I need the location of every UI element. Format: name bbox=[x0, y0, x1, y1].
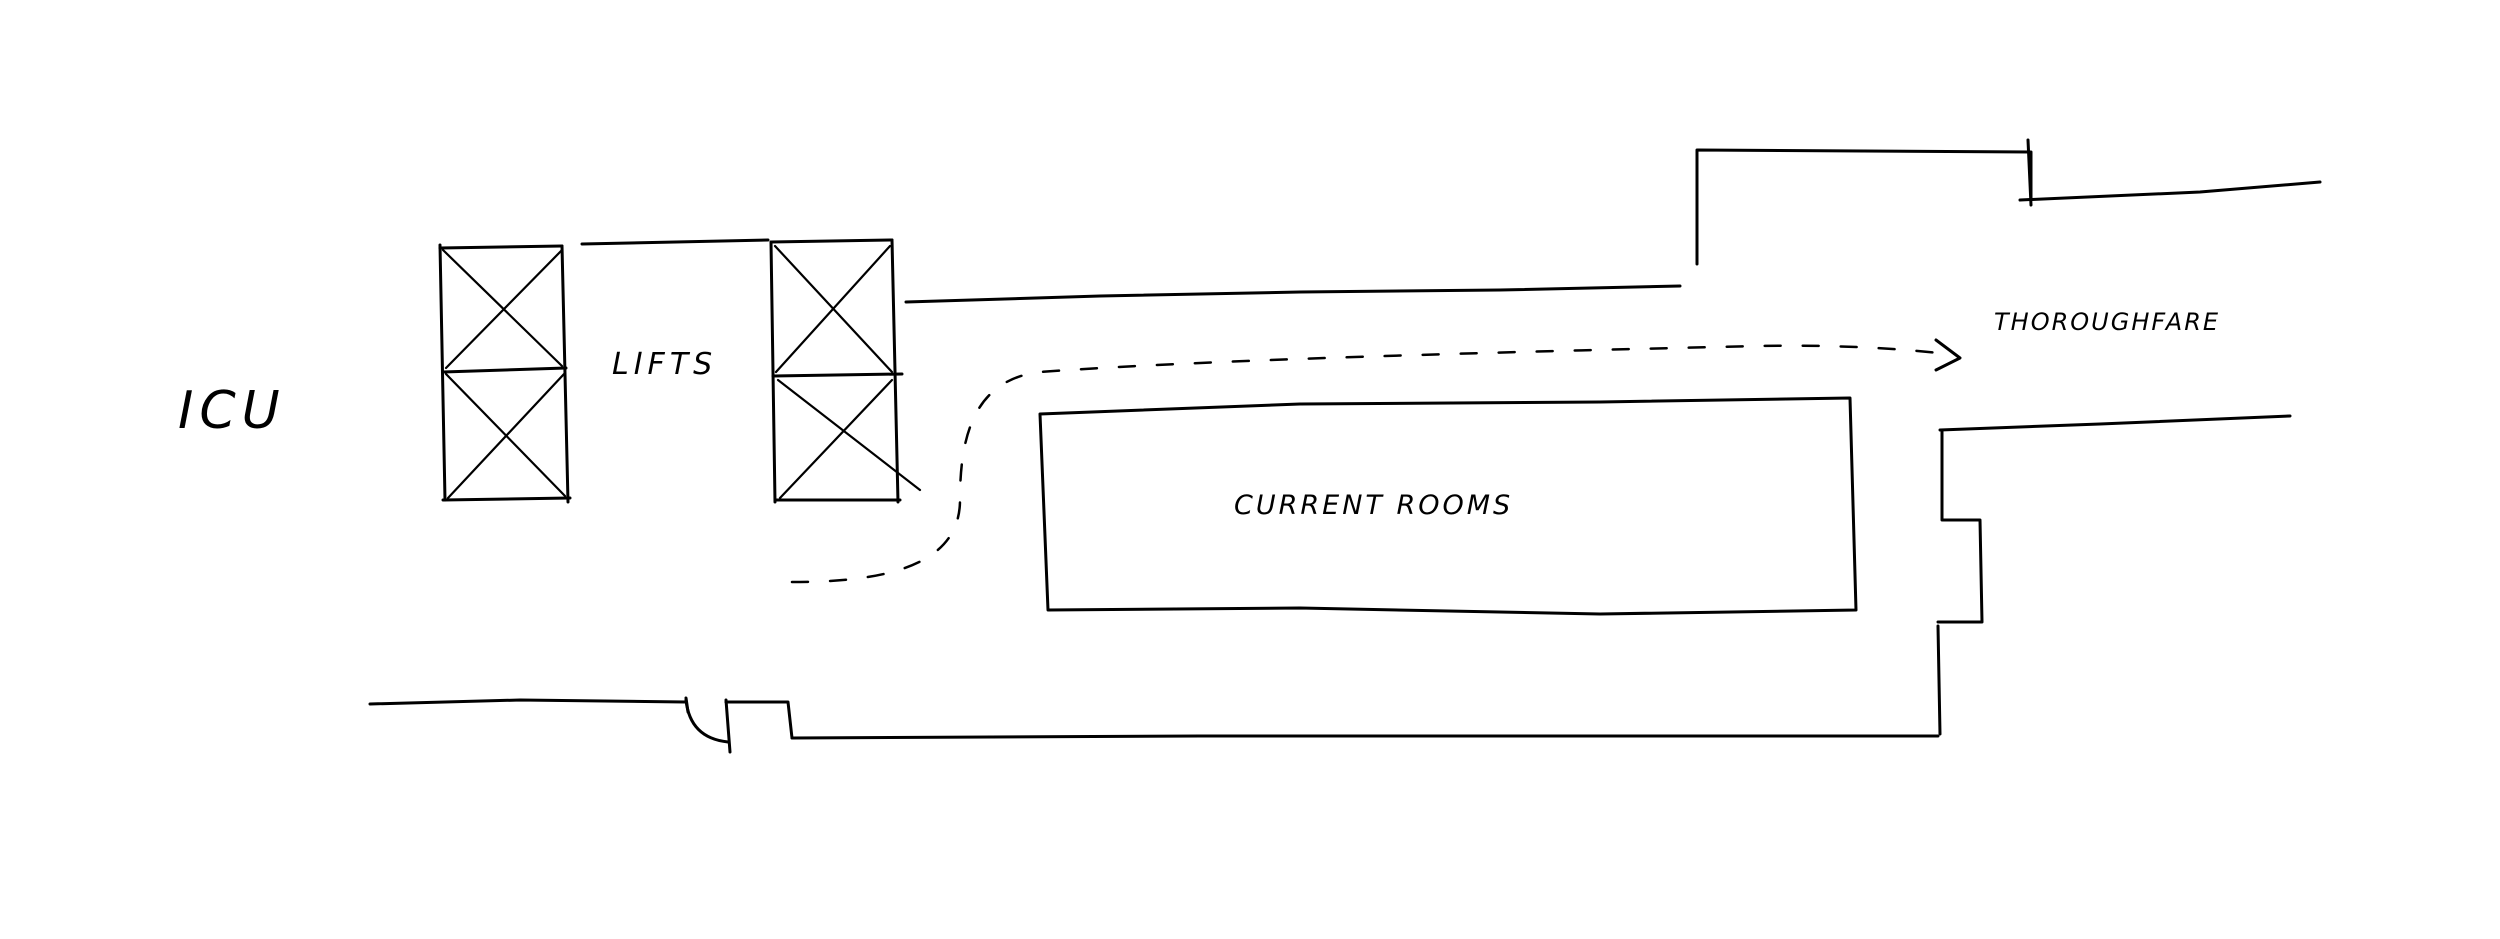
corridor-upper-wall bbox=[904, 284, 1682, 304]
door-jamb-right bbox=[724, 698, 732, 754]
bottom-left-wall bbox=[368, 698, 687, 706]
lower-right-jog bbox=[1936, 428, 1984, 624]
lower-right-return bbox=[1936, 624, 1942, 736]
upper-right-wall bbox=[2018, 180, 2322, 202]
door-frame bbox=[724, 700, 794, 740]
door-jamb-left bbox=[684, 696, 690, 714]
lift-lobby-top-wall bbox=[580, 238, 770, 246]
current-rooms-block bbox=[1038, 396, 1858, 616]
label-icu: ICU bbox=[178, 381, 286, 441]
upper-recess bbox=[1695, 148, 2033, 266]
door-swing bbox=[684, 698, 730, 744]
lower-right-wall bbox=[1938, 414, 2292, 432]
bottom-long-wall bbox=[790, 734, 1940, 740]
route-path bbox=[790, 344, 1950, 584]
lift-shaft-left bbox=[438, 243, 572, 504]
lift-shaft-right bbox=[769, 238, 922, 504]
label-current-rooms: CURRENT ROOMS bbox=[1234, 490, 1513, 521]
upper-right-tick bbox=[2026, 138, 2033, 207]
label-lifts: LIFTS bbox=[612, 347, 717, 382]
label-thoroughfare: THOROUGHFARE bbox=[1994, 308, 2220, 336]
route-arrowhead bbox=[1934, 338, 1962, 372]
